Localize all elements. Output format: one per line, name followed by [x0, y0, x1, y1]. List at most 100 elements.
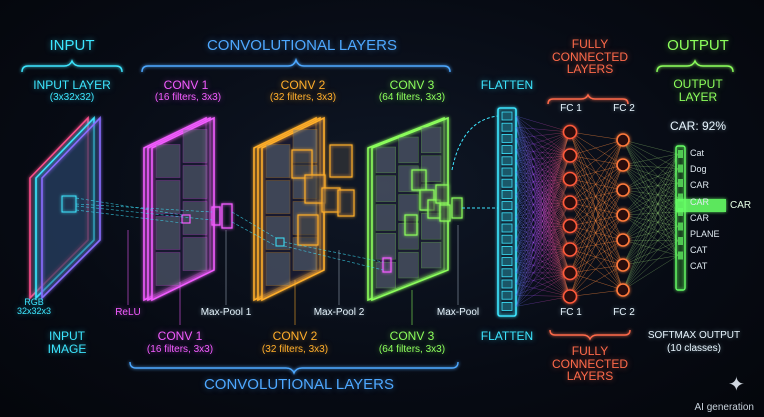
fc1-fc2-link [569, 178, 624, 291]
flatten-fc1-link [515, 131, 571, 296]
output-unit [678, 179, 683, 187]
flatten-fc1-link [515, 138, 571, 227]
flatten-unit [501, 223, 513, 233]
fc1-fc2-link [569, 139, 624, 274]
flatten-fc1-link [515, 183, 571, 297]
conv2-feature-map [265, 180, 291, 214]
fc1-neuron [562, 195, 578, 210]
flatten-fc1-link [515, 283, 571, 297]
fc1-fc2-link [569, 155, 624, 191]
flatten-fc1-link [515, 272, 571, 307]
flatten-fc1-link [515, 202, 571, 273]
flatten-fc1-link [515, 202, 571, 217]
fc1-fc2-link [569, 131, 624, 166]
fc1-fc2-link [569, 239, 624, 274]
conv1-feature-map [182, 129, 208, 163]
flatten-unit [501, 201, 513, 211]
maxpool2-label: Max-Pool 2 [313, 307, 365, 318]
fc2-output-link [622, 197, 679, 266]
fc1-fc2-link [569, 202, 624, 266]
fc2-output-link [622, 139, 679, 198]
flatten-fc1-link [515, 216, 571, 297]
flatten-unit [501, 189, 513, 199]
flatten-fc1-link [515, 131, 571, 251]
fc1-fc2-link [569, 189, 624, 274]
fc2-top-label: FC 2 [613, 103, 635, 114]
flatten-fc1-link [515, 115, 571, 274]
flatten-fc1-link [515, 149, 571, 227]
flatten-fc1-link [515, 131, 571, 217]
output-class-label: Dog [690, 164, 707, 175]
conv3-feature-map [421, 126, 442, 154]
flatten-unit [501, 156, 513, 166]
flatten-fc1-link [515, 239, 571, 250]
projection-ray [75, 209, 183, 224]
flatten-fc1-link [515, 202, 571, 296]
fc2-output-link [622, 240, 679, 266]
conv3-feature-map [421, 241, 442, 269]
flatten-fc1-link [515, 155, 571, 173]
fc1-neuron [562, 171, 578, 187]
flatten-fc1-link [515, 131, 571, 229]
fc-bottom-header: FULLY CONNECTED LAYERS [551, 344, 629, 384]
fc2-output-link [622, 240, 679, 291]
fc2-output-link [622, 153, 679, 216]
fc2-output-link [622, 226, 679, 266]
flatten-fc1-link [515, 249, 571, 296]
projection-ray [75, 197, 183, 216]
flatten-fc1-link [515, 178, 571, 251]
flatten-fc1-link [515, 171, 571, 227]
fc1-fc2-link [569, 178, 624, 266]
flatten-fc1-link [515, 194, 571, 250]
fc2-output-link [622, 214, 679, 227]
fc1-fc2-link [569, 164, 624, 297]
conv2-bottom-label: CONV 2 [272, 329, 318, 343]
fc2-output-link [622, 239, 679, 242]
flatten-fc1-link [515, 155, 571, 296]
softmax-label: SOFTMAX OUTPUT [647, 330, 741, 341]
flatten-fc1-link [515, 115, 571, 250]
flatten-fc1-link [515, 171, 571, 203]
fc2-output-link [622, 211, 679, 291]
flatten-fc1-link [515, 127, 571, 203]
flatten-fc1-link [515, 225, 571, 240]
fc2-output-link [622, 182, 679, 241]
fc1-fc2-link [569, 239, 624, 250]
fc2-bottom-label: FC 2 [613, 307, 635, 318]
flatten-fc1-link [515, 160, 571, 250]
input-bracket [21, 59, 123, 73]
conv1-feature-map [155, 144, 181, 178]
fc2-output-link [622, 164, 679, 198]
input-dims-label: (3x32x32) [49, 92, 95, 103]
conv1-feature-map [155, 180, 181, 214]
flatten-fc1-link [515, 115, 571, 203]
flatten-fc1-link [515, 249, 571, 307]
flatten-fc1-link [515, 160, 571, 227]
flatten-fc1-link [515, 171, 571, 274]
flatten-fc1-link [515, 194, 571, 227]
fc2-output-link [622, 139, 679, 155]
conv1-kernel-box [181, 214, 191, 224]
flatten-unit [501, 212, 513, 222]
output-header: OUTPUT [667, 37, 729, 54]
fc1-neuron [562, 242, 578, 257]
flatten-fc1-link [515, 225, 571, 285]
fc1-fc2-link [569, 139, 624, 156]
flatten-fc1-link [515, 225, 571, 307]
fc1-fc2-link [569, 189, 624, 203]
output-class-label: Cat [690, 148, 705, 158]
flatten-fc1-link [515, 194, 571, 274]
fc1-fc2-link [569, 225, 624, 266]
flatten-fc1-link [515, 225, 571, 296]
maxpool2-box [382, 257, 392, 273]
conv1-feature-map [182, 201, 208, 235]
conv1-feature-map [182, 237, 208, 271]
fc1-fc2-link [569, 178, 624, 241]
flatten-fc1-link [515, 131, 571, 150]
conv3-bottom-label: CONV 3 [389, 329, 435, 343]
fc1-top-label: FC 1 [560, 103, 582, 114]
flatten-fc1-link [515, 160, 571, 297]
fc2-output-link [622, 139, 679, 227]
output-class-label: CAT [690, 261, 708, 272]
fc2-neuron [616, 283, 630, 297]
